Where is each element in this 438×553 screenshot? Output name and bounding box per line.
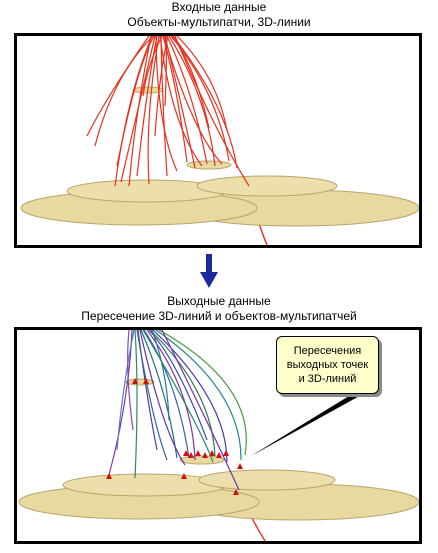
output-title: Выходные данные [167,294,271,308]
output-patch-top [125,378,155,386]
callout-line-3: и 3D-линий [298,373,357,385]
input-title: Входные данные [171,0,267,14]
output-intersection-points [106,378,243,495]
input-caption: Входные данные Объекты-мультипатчи, 3D-л… [0,0,438,30]
input-scene [20,36,419,245]
input-patch-mid [186,160,232,170]
callout-line-1: Пересечения [293,345,362,357]
callout-line-2: выходных точек [286,359,369,371]
callout-pointer [251,394,363,456]
input-subtitle: Объекты-мультипатчи, 3D-линии [127,15,311,29]
output-subtitle: Пересечение 3D-линий и объектов-мультипа… [81,309,357,323]
down-arrow-icon [200,254,218,288]
output-caption: Выходные данные Пересечение 3D-линий и о… [0,294,438,324]
output-scene [18,330,419,541]
output-disc-back [198,469,336,491]
intersections-callout: Пересечения выходных точек и 3D-линий [276,336,379,394]
output-3d-lines [108,330,247,491]
input-3d-lines [86,36,250,187]
input-disc-back [196,175,338,197]
input-panel [14,33,422,248]
